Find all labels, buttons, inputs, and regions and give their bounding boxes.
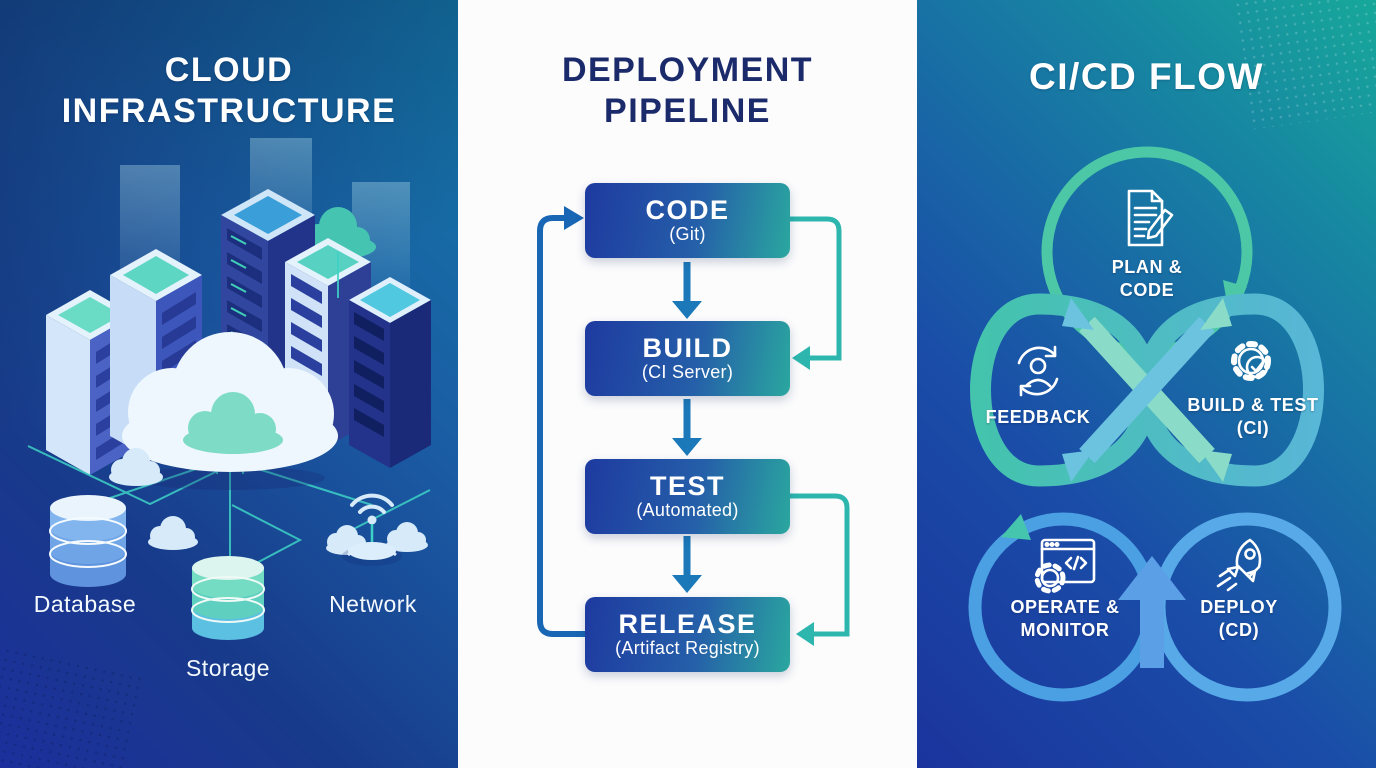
label-line: OPERATE & [1010,597,1120,617]
database-icon [49,495,127,587]
pipeline-title-line2: PIPELINE [604,91,771,130]
stage-box-release: RELEASE (Artifact Registry) [585,597,790,672]
build-test-label: BUILD & TEST (CI) [1187,394,1318,441]
stage-name: BUILD [642,332,733,363]
deploy-label: DEPLOY (CD) [1200,596,1278,643]
label-line: (CD) [1218,620,1260,641]
cloud-title-line2: INFRASTRUCTURE [61,91,397,130]
rocket-icon [1216,538,1262,592]
stage-detail: (CI Server) [641,361,734,382]
label-line: FEEDBACK [985,407,1091,427]
storage-icon [191,556,265,640]
user-refresh-icon [1017,345,1059,397]
cloud-infrastructure-illustration [27,138,431,640]
pipeline-title-line1: DEPLOYMENT [561,51,814,89]
cloud-panel-title: CLOUD INFRASTRUCTURE [0,50,458,132]
server-tower-5 [349,277,431,468]
skip-connector-arrow [790,216,850,646]
stage-box-code: CODE (Git) [585,183,790,258]
up-arrow-icon [1118,556,1186,668]
infinity-loop [970,293,1324,487]
label-line: PLAN & [1111,257,1183,277]
stage-box-build: BUILD (CI Server) [585,321,790,396]
cloud-infrastructure-panel: CLOUD INFRASTRUCTURE [0,0,458,768]
label-line: MONITOR [1020,620,1110,641]
operate-monitor-label: OPERATE & MONITOR [1010,596,1119,643]
cicd-loop-illustration [968,146,1342,702]
down-arrow-icon [672,262,702,593]
pipeline-panel-title: DEPLOYMENT PIPELINE [458,50,917,132]
network-antenna-icon [342,493,402,566]
stage-name: TEST [649,470,725,501]
small-cloud-icon [386,522,428,552]
cloud-shadow [135,466,325,490]
stage-name: CODE [645,194,730,225]
pipeline-connectors [537,206,850,646]
label-line: BUILD & TEST [1187,395,1319,415]
network-label: Network [329,591,417,617]
stage-detail: (Automated) [636,499,739,520]
cloud-title-line1: CLOUD [164,51,294,89]
stage-detail: (Artifact Registry) [615,637,760,658]
label-line: CODE [1119,280,1175,301]
window-gear-icon [1034,538,1096,594]
plan-code-label: PLAN & CODE [1112,256,1183,303]
document-pencil-icon [1127,189,1174,247]
label-line: DEPLOY [1200,597,1278,617]
stage-box-test: TEST (Automated) [585,459,790,534]
deployment-pipeline-panel: DEPLOYMENT PIPELINE CO [458,0,917,768]
stage-detail: (Git) [669,223,706,244]
cicd-flow-panel: CI/CD FLOW [917,0,1376,768]
small-cloud-icon [109,448,163,486]
feedback-loop-arrow [537,206,585,637]
small-cloud-icon [148,516,198,550]
main-cloud-inner-icon [183,392,283,454]
cicd-panel-title: CI/CD FLOW [1029,56,1264,97]
storage-label: Storage [185,655,271,681]
database-label: Database [33,591,137,617]
gear-check-icon [1231,341,1271,381]
stage-name: RELEASE [618,608,757,639]
feedback-label: FEEDBACK [986,406,1091,429]
label-line: (CI) [1236,418,1270,439]
